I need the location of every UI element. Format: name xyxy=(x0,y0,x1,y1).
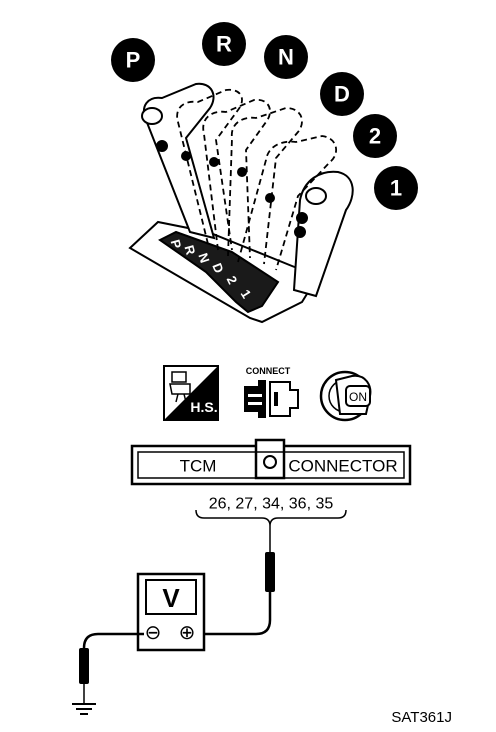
plate-n: N xyxy=(195,251,212,265)
indicator-plate-letters: P R N D 2 1 xyxy=(168,238,255,301)
connector-label: CONNECTOR xyxy=(288,457,397,476)
tcm-connector: TCM CONNECTOR xyxy=(130,438,412,486)
plate-p: P xyxy=(168,238,185,251)
gear-p-marker: P xyxy=(111,38,155,82)
tcm-label: TCM xyxy=(180,457,217,476)
gear-2-marker: 2 xyxy=(353,114,397,158)
connector-icon: CONNECT xyxy=(244,366,299,418)
gear-p-label: P xyxy=(126,48,141,73)
gear-1-label: 1 xyxy=(390,176,402,201)
gear-n-label: N xyxy=(278,45,294,70)
gear-r-marker: R xyxy=(202,22,246,66)
gear-r-label: R xyxy=(216,32,232,57)
negative-terminal: ⊖ xyxy=(145,622,162,644)
hs-label: H.S. xyxy=(190,399,217,415)
voltmeter: V ⊖ ⊕ xyxy=(136,572,206,652)
terminal-bracket: 26, 27, 34, 36, 35 xyxy=(195,496,347,527)
gear-2-label: 2 xyxy=(369,124,381,149)
connect-label: CONNECT xyxy=(246,366,291,376)
on-label: ON xyxy=(349,390,367,404)
positive-terminal: ⊕ xyxy=(179,622,196,644)
dashed-lever-pivots xyxy=(181,151,275,203)
gear-d-marker: D xyxy=(320,72,364,116)
positive-probe xyxy=(198,526,275,636)
gear-d-label: D xyxy=(334,82,350,107)
terminal-numbers: 26, 27, 34, 36, 35 xyxy=(209,496,334,513)
plate-r: R xyxy=(182,244,199,258)
ignition-key-icon: ON xyxy=(319,370,372,422)
gear-n-marker: N xyxy=(264,35,308,79)
voltmeter-label: V xyxy=(162,583,180,613)
ground-icon xyxy=(72,703,96,715)
negative-probe xyxy=(79,632,144,704)
hand-brake-icon: H.S. xyxy=(163,365,219,421)
gear-1-marker: 1 xyxy=(374,166,418,210)
figure-id: SAT361J xyxy=(391,709,452,726)
dashed-lever-positions xyxy=(176,88,337,271)
